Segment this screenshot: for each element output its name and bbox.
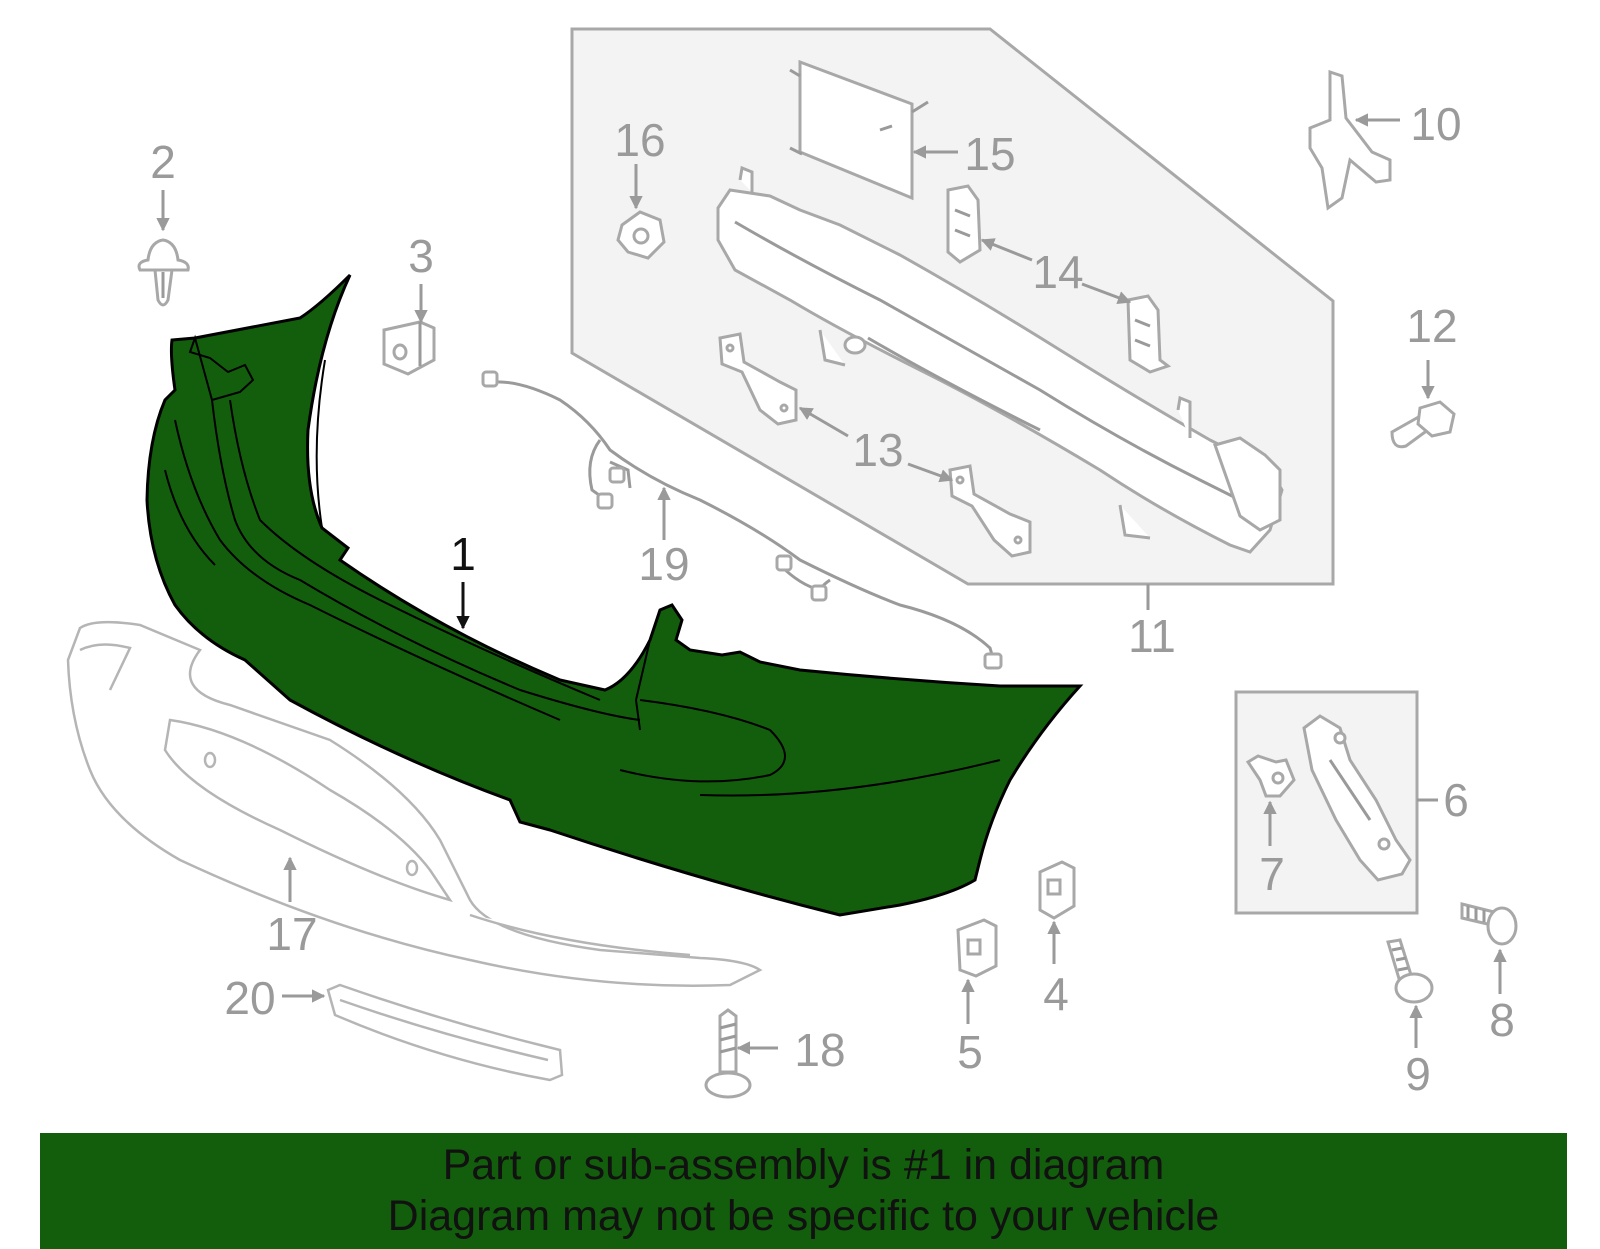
leader-13-lower [907,462,954,483]
callout-11: 11 [1128,610,1176,662]
banner-line-disclaimer: Diagram may not be specific to your vehi… [387,1192,1220,1240]
bolt-part-8 [1460,902,1518,946]
reflector-strip-part-20 [326,983,564,1082]
callout-14: 14 [1032,246,1083,298]
callout-13: 13 [852,424,903,476]
retainer-part-4 [1038,860,1076,920]
callout-16: 16 [614,114,665,166]
callout-20: 20 [224,972,275,1024]
reinforcement-bar-part-11 [716,165,1284,554]
banner-line-part-number: Part or sub-assembly is #1 in diagram [442,1141,1165,1189]
leader-13-upper [798,406,849,438]
clip-part-7 [1245,754,1296,798]
callout-10: 10 [1410,98,1461,150]
callout-17: 17 [266,908,317,960]
bumper-cover-part-1 [145,273,1084,917]
nut-clip-part-3 [382,320,436,376]
bracket-part-13-left [718,332,798,426]
callout-18: 18 [794,1024,845,1076]
callout-8: 8 [1489,994,1515,1046]
bracket-part-6 [1302,714,1412,882]
callout-1: 1 [450,528,476,580]
push-clip-part-2 [137,238,190,307]
nut-part-16 [616,210,666,260]
bracket-part-14-lower [1126,294,1172,374]
callout-2: 2 [150,136,176,188]
bracket-part-10 [1308,69,1392,211]
bracket-part-14-upper [946,184,982,264]
callout-19: 19 [638,538,689,590]
bumper-cover-shape [145,273,1084,917]
bracket-part-13-right [948,464,1032,558]
wiring-harness-part-19 [481,370,1003,670]
callout-3: 3 [408,230,434,282]
bolt-part-12 [1390,400,1456,449]
leader-14-upper [980,238,1033,262]
callout-5: 5 [957,1026,983,1078]
callout-9: 9 [1405,1048,1431,1100]
callout-15: 15 [964,128,1015,180]
info-banner: Part or sub-assembly is #1 in diagram Di… [40,1133,1567,1249]
screw-part-18 [704,1008,752,1099]
bracket-plate-part-15 [789,59,929,201]
callout-6: 6 [1443,774,1469,826]
callout-12: 12 [1406,300,1457,352]
banner-background [40,1133,1567,1249]
callout-7: 7 [1259,848,1285,900]
retainer-part-5 [956,918,998,978]
leader-14-lower [1081,282,1132,305]
lower-valance-part-17 [66,620,763,987]
bolt-part-9 [1386,938,1434,1004]
callout-4: 4 [1043,968,1069,1020]
